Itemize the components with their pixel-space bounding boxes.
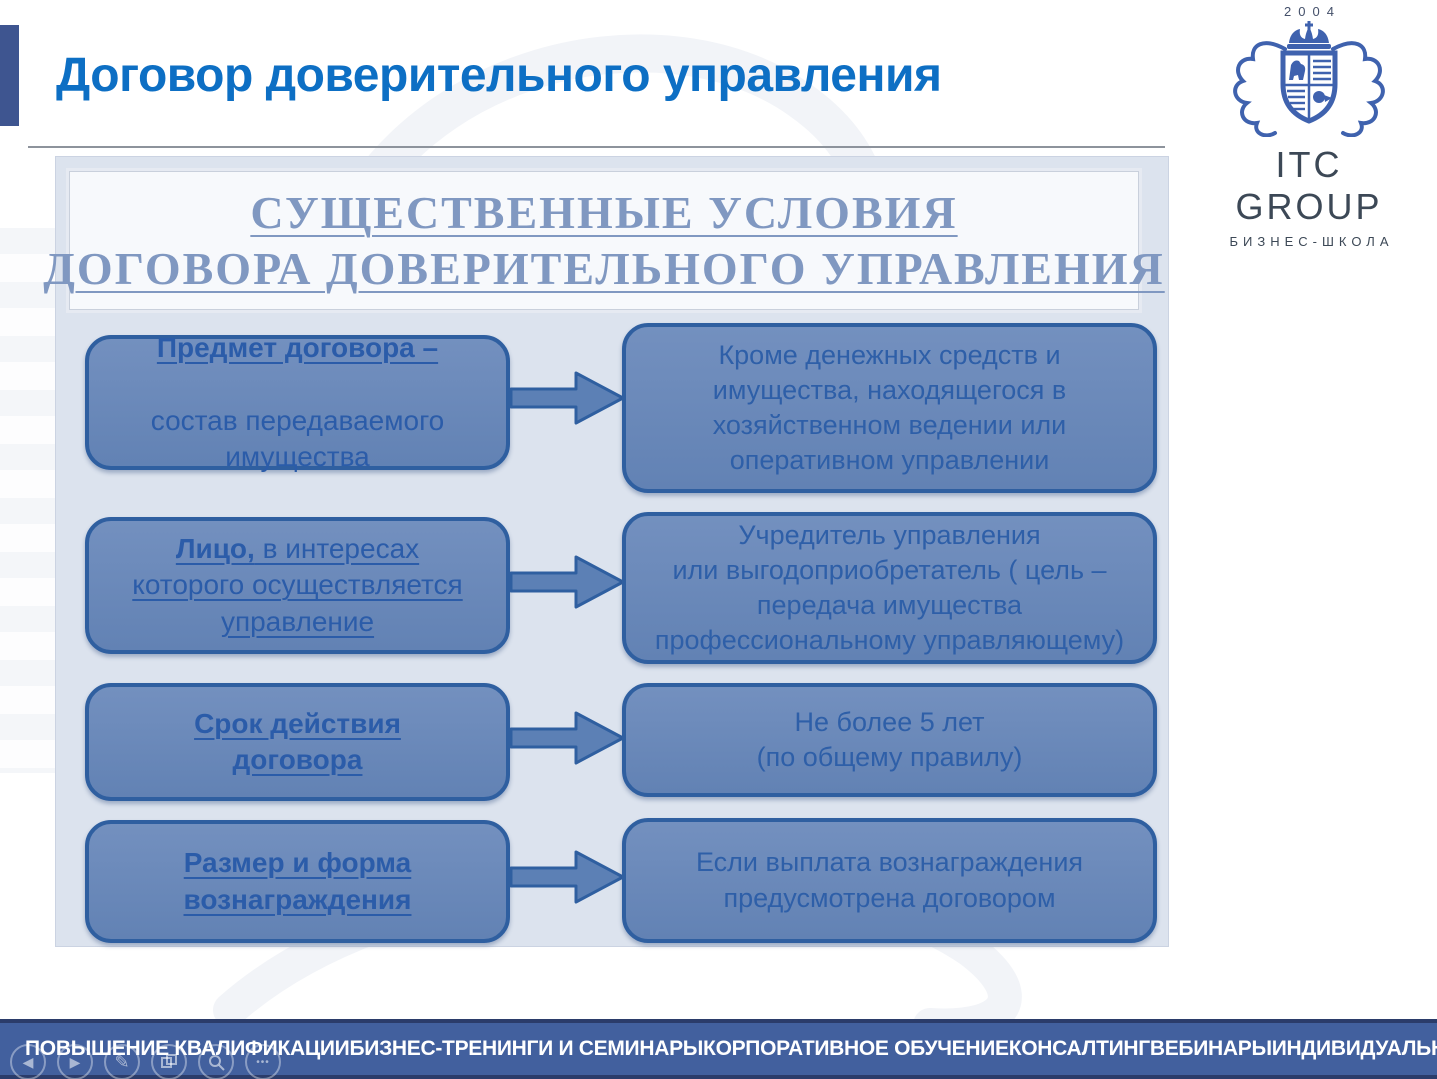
diagram-panel: СУЩЕСТВЕННЫЕ УСЛОВИЯ ДОГОВОРА ДОВЕРИТЕЛЬ… [43,156,1169,947]
page-title: Договор доверительного управления [56,49,942,102]
title-accent-bar [0,25,19,126]
crest-icon [1233,21,1385,138]
description-text: Учредитель управления или выгодоприобрет… [654,519,1125,656]
condition-title: Срок действия договора [194,707,401,775]
condition-title: Размер и форма вознаграждения [183,847,412,915]
description-text: Не более 5 лет (по общему правилу) [756,706,1023,772]
watermark-stripes [0,228,56,773]
itc-group-logo: 2004 [1198,4,1420,249]
title-divider [28,146,1165,148]
description-text: Если выплата вознаграждения предусмотрен… [695,847,1084,913]
slide-overview-icon [161,1054,177,1068]
footer-item-corporate: КОРПОРАТИВНОЕ ОБУЧЕНИЕ [703,1037,1009,1060]
arrow-right-icon [509,850,625,904]
previous-slide-button[interactable]: ◀ [10,1044,46,1079]
logo-year: 2004 [1284,4,1341,19]
condition-box-person: Лицо, в интересах которого осуществляетс… [85,517,510,654]
condition-title: Лицо, [175,532,255,564]
condition-box-remuneration: Размер и форма вознаграждения [85,820,510,943]
footer-item-webinars: ВЕБИНАРЫ [1149,1037,1272,1060]
condition-box-subject: Предмет договора – состав передаваемого … [85,331,510,472]
description-box-remuneration: Если выплата вознаграждения предусмотрен… [622,818,1157,943]
more-options-icon: ••• [256,1056,270,1068]
next-slide-button[interactable]: ▶ [57,1044,93,1079]
diagram-heading: СУЩЕСТВЕННЫЕ УСЛОВИЯ ДОГОВОРА ДОВЕРИТЕЛЬ… [43,171,1163,310]
diagram-heading-line1: СУЩЕСТВЕННЫЕ УСЛОВИЯ [250,187,958,239]
pen-icon: ✎ [114,1051,130,1072]
arrow-right-icon [509,711,625,765]
logo-name: ITC GROUP [1235,144,1383,227]
description-box-term: Не более 5 лет (по общему правилу) [622,683,1157,797]
more-options-button[interactable]: ••• [245,1044,281,1079]
description-box-person: Учредитель управления или выгодоприобрет… [622,512,1157,664]
description-box-subject: Кроме денежных средств и имущества, нахо… [622,323,1157,493]
pen-tool-button[interactable]: ✎ [104,1044,140,1079]
logo-tagline: БИЗНЕС-ШКОЛА [1229,234,1394,249]
next-icon: ▶ [69,1053,81,1070]
condition-body: состав передаваемого имущества [150,404,445,472]
zoom-button[interactable] [198,1044,234,1079]
arrow-right-icon [509,371,625,425]
footer-item-consulting: КОНСАЛТИНГ [1008,1037,1150,1060]
footer-item-trainings: БИЗНЕС-ТРЕНИНГИ И СЕМИНАРЫ [349,1037,704,1060]
condition-title-rest: в интересах которого осуществляется упра… [132,532,463,637]
condition-title: Предмет договора – [156,331,439,363]
slide-overview-button[interactable] [151,1044,187,1079]
description-text: Кроме денежных средств и имущества, нахо… [712,339,1067,476]
presenter-controls: ◀ ▶ ✎ ••• [10,1044,281,1079]
footer-item-individual: ИНДИВИДУАЛЬНОЕ ОБУЧЕНИЕ [1271,1037,1437,1060]
footer-bar: ПОВЫШЕНИЕ КВАЛИФИКАЦИИ БИЗНЕС-ТРЕНИНГИ И… [0,1019,1437,1079]
previous-icon: ◀ [22,1053,34,1070]
arrow-right-icon [509,555,625,609]
magnifier-icon [208,1054,225,1071]
diagram-heading-line2: ДОГОВОРА ДОВЕРИТЕЛЬНОГО УПРАВЛЕНИЯ [43,242,1165,294]
condition-box-term: Срок действия договора [85,683,510,801]
